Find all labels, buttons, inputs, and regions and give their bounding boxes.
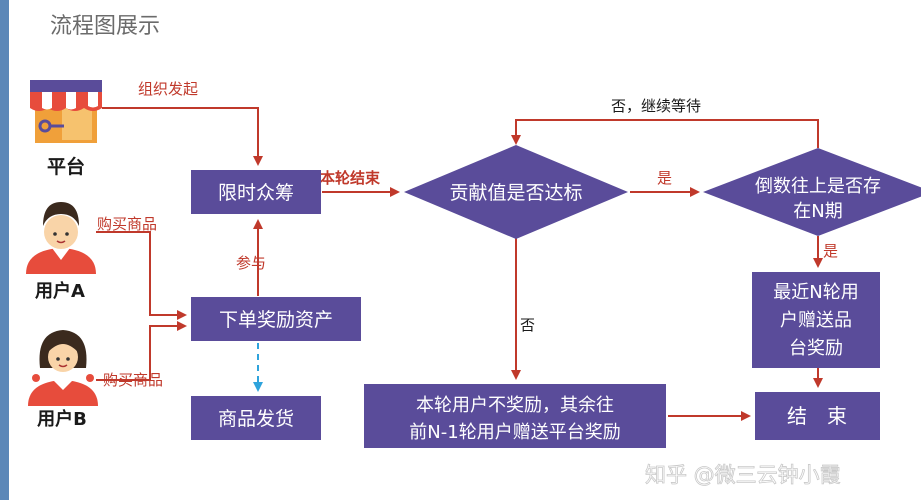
node-recent-reward bbox=[752, 272, 880, 368]
edge-label-no: 否 bbox=[520, 316, 535, 334]
node-countdown-check bbox=[703, 148, 921, 236]
node-limited-crowdfunding-label: 限时众筹 bbox=[218, 182, 294, 204]
user-a-label: 用户A bbox=[35, 280, 85, 302]
page-title: 流程图展示 bbox=[50, 14, 161, 39]
edge-no-continue bbox=[511, 119, 819, 148]
user-b-label: 用户B bbox=[37, 408, 87, 430]
node-place-order bbox=[191, 297, 361, 341]
edge-label-buy-b: 购买商品 bbox=[103, 371, 163, 389]
node-contribution-check-label: 贡献值是否达标 bbox=[449, 182, 582, 204]
edge-label-participate: 参与 bbox=[236, 254, 266, 272]
shop-icon bbox=[30, 80, 102, 143]
edge-label-yes-1: 是 bbox=[657, 169, 672, 187]
edge-buy-a bbox=[96, 231, 187, 320]
edge-label-buy-a: 购买商品 bbox=[97, 215, 157, 233]
edge-label-no-continue: 否，继续等待 bbox=[611, 97, 701, 115]
node-no-reward-label-2: 前N-1轮用户赠送平台奖励 bbox=[409, 422, 620, 443]
watermark: 知乎 @微三云钟小霞 bbox=[645, 463, 841, 487]
node-end bbox=[755, 392, 880, 440]
node-no-reward-label-1: 本轮用户不奖励，其余往 bbox=[416, 395, 614, 416]
node-recent-reward-label-2: 户赠送品 bbox=[780, 310, 852, 331]
platform-label: 平台 bbox=[47, 155, 85, 178]
node-limited-crowdfunding bbox=[191, 170, 321, 214]
node-end-label: 结 束 bbox=[787, 404, 847, 428]
user-b-avatar-icon bbox=[28, 330, 98, 406]
user-a-avatar-icon bbox=[26, 202, 96, 274]
left-accent-bar bbox=[0, 0, 9, 500]
node-no-reward bbox=[364, 384, 666, 448]
node-place-order-label: 下单奖励资产 bbox=[219, 309, 333, 331]
edge-label-yes-2: 是 bbox=[823, 242, 838, 260]
edge-organize bbox=[102, 107, 263, 166]
node-ship-goods bbox=[191, 396, 321, 440]
node-recent-reward-label-1: 最近N轮用 bbox=[773, 282, 858, 303]
node-countdown-check-label-2: 在N期 bbox=[793, 201, 842, 222]
node-recent-reward-label-3: 台奖励 bbox=[789, 338, 843, 359]
node-countdown-check-label-1: 倒数往上是否存 bbox=[755, 176, 881, 197]
edge-buy-b bbox=[96, 321, 187, 381]
node-ship-goods-label: 商品发货 bbox=[218, 408, 294, 430]
edge-label-round-end: 本轮结束 bbox=[320, 169, 381, 187]
node-contribution-check bbox=[404, 145, 628, 239]
edge-label-organize: 组织发起 bbox=[138, 80, 198, 98]
